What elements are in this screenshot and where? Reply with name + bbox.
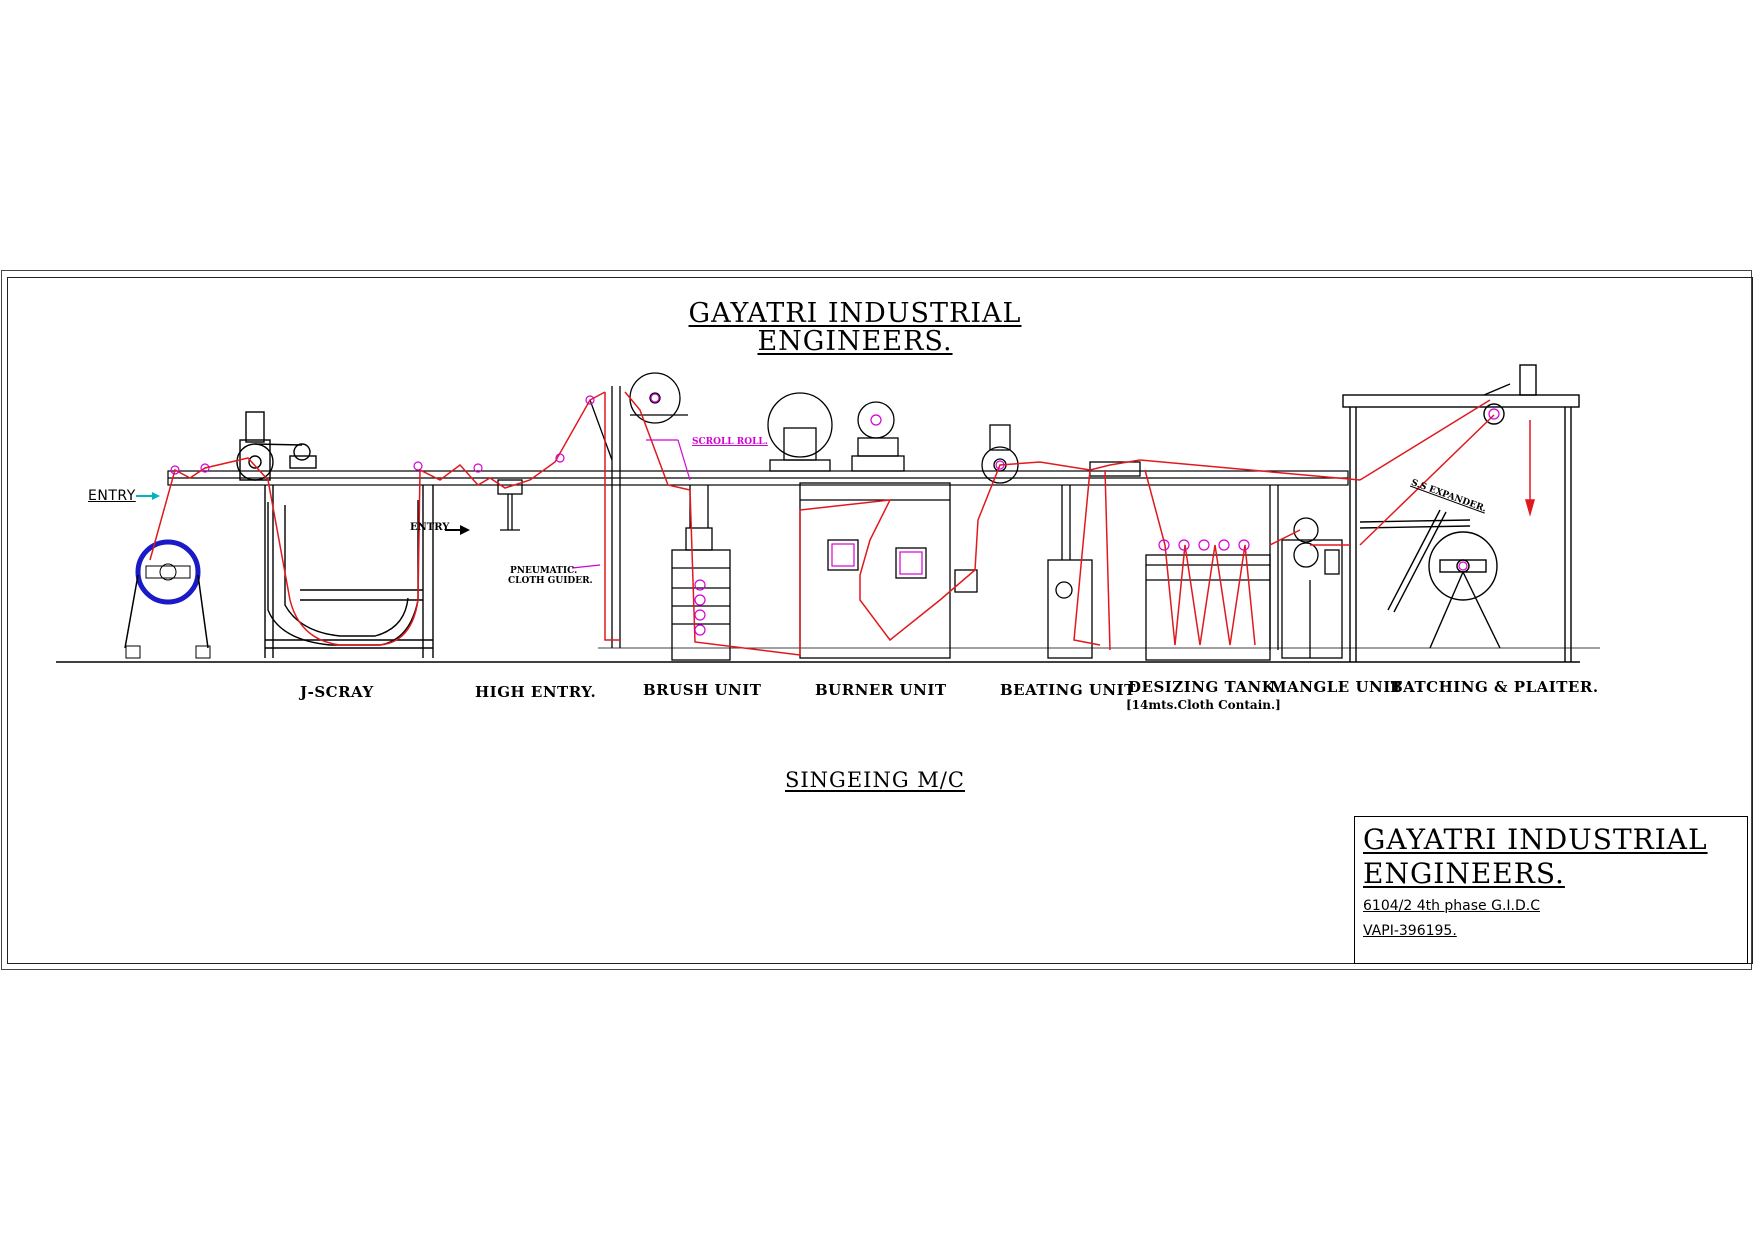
- inner-border: [7, 277, 1753, 964]
- beating-unit-frame: [981, 424, 1141, 659]
- desizing-tank-frame: [1145, 485, 1279, 661]
- desizing-note: [14mts.Cloth Contain.]: [1126, 698, 1281, 712]
- unit-label-mangle-unit: MANGLE UNIT: [1270, 678, 1403, 696]
- unit-label-desizing-tank: DESIZING TANK.: [1128, 678, 1281, 696]
- main-beam: [167, 470, 1349, 486]
- pneumatic-annotation-line1: PNEUMATIC.: [510, 566, 578, 576]
- high-entry-frame: [497, 386, 1600, 649]
- unit-label-high-entry: HIGH ENTRY.: [475, 683, 597, 701]
- unit-label-burner-unit: BURNER UNIT: [815, 681, 947, 699]
- entry-label-jscray: ENTRY: [410, 522, 450, 533]
- supply-roll: [124, 539, 211, 659]
- unit-label-j-scray: J-SCRAY: [300, 683, 374, 701]
- unit-label-beating-unit: BEATING UNIT: [1000, 681, 1136, 699]
- outer-border: [1, 270, 1752, 970]
- title-block-company-line2: ENGINEERS.: [1363, 857, 1565, 890]
- roller-markers: [170, 393, 1500, 636]
- unit-label-batching-plaiter: BATCHING & PLAITER.: [1390, 678, 1599, 696]
- header-title-line1: GAYATRI INDUSTRIAL: [688, 298, 1022, 329]
- mangle-unit-frame: [1281, 517, 1343, 659]
- title-block-address-line1: 6104/2 4th phase G.I.D.C: [1363, 898, 1541, 914]
- burner-unit-frame: [767, 392, 978, 659]
- scroll-roll-annotation: SCROLL ROLL.: [692, 437, 768, 447]
- machine-title: SINGEING M/C: [785, 768, 965, 792]
- title-block: GAYATRI INDUSTRIAL ENGINEERS. 6104/2 4th…: [1354, 816, 1748, 964]
- unit-label-brush-unit: BRUSH UNIT: [643, 681, 762, 699]
- title-block-address-line2: VAPI-396195.: [1363, 923, 1457, 939]
- pneumatic-annotation-line2: CLOTH GUIDER.: [508, 576, 593, 586]
- j-scray-frame: [236, 411, 434, 658]
- brush-unit-frame: [629, 372, 731, 661]
- header-title-line2: ENGINEERS.: [757, 326, 953, 357]
- entry-label-left: ENTRY: [88, 488, 136, 504]
- title-block-company-line1: GAYATRI INDUSTRIAL: [1363, 823, 1708, 856]
- batching-plaiter-frame: [1342, 364, 1580, 662]
- cloth-path: [149, 391, 1535, 656]
